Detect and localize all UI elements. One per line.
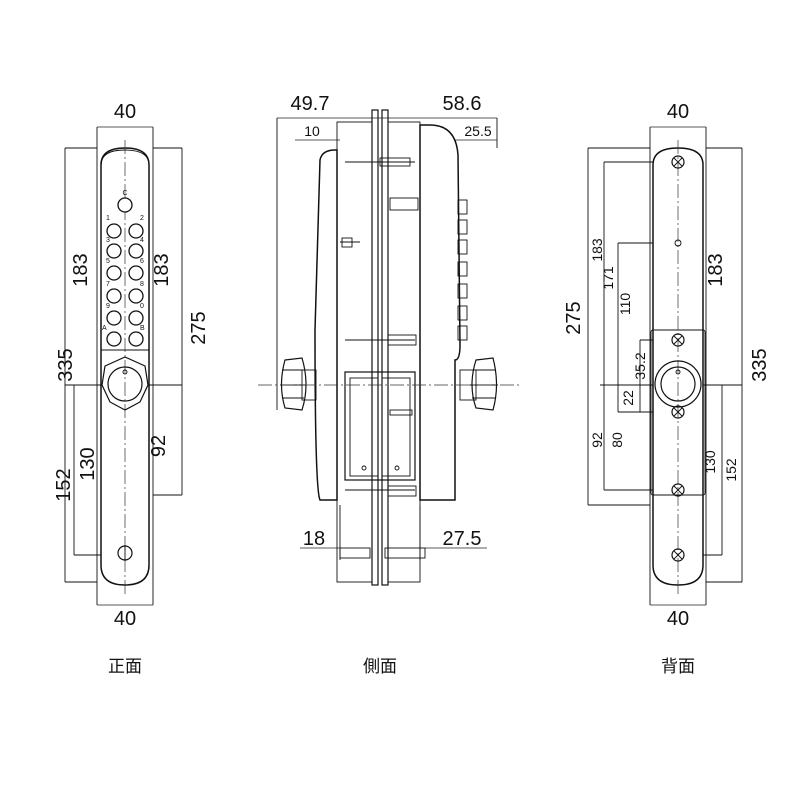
front-dim-top-width: 40 [114,101,136,123]
side-view: 49.7 58.6 10 25.5 [258,93,520,677]
svg-text:B: B [140,325,145,332]
svg-text:5: 5 [106,258,110,265]
side-dim-bottom-left: 18 [303,528,325,550]
back-dim-bottom-width: 40 [667,608,689,630]
front-view-caption: 正面 [108,657,142,677]
front-knob-icon [101,356,149,411]
side-dim-bottom-right: 27.5 [443,528,482,550]
svg-text:8: 8 [140,281,144,288]
svg-text:3: 3 [106,237,110,244]
front-dim-183-right: 183 [151,253,173,286]
back-dim-171: 171 [600,266,616,290]
side-dim-sub-right: 25.5 [464,123,491,139]
back-dim-183-left: 183 [589,238,605,262]
back-knob-icon [654,360,702,408]
side-knob-right-icon [459,357,498,411]
back-dim-92: 92 [589,432,605,448]
keypad-buttons [106,197,144,347]
front-dim-130: 130 [77,447,99,480]
back-dim-130: 130 [702,450,718,474]
front-dim-335: 335 [55,348,77,381]
back-dim-335: 335 [749,348,771,381]
back-dim-152: 152 [723,458,739,482]
back-dim-80: 80 [609,432,625,448]
keypad-labels: C 1 2 3 4 5 6 7 8 9 0 A B [102,190,145,332]
front-dim-bottom-width: 40 [114,608,136,630]
back-dim-183-right: 183 [705,253,727,286]
svg-text:A: A [102,325,107,332]
back-view: 40 40 275 183 171 110 35.2 22 92 80 183 … [563,101,771,677]
front-dim-152: 152 [53,468,75,501]
key-label-c: C [122,190,127,197]
front-dim-183-left: 183 [70,253,92,286]
back-dim-35-2: 35.2 [632,352,648,379]
svg-text:7: 7 [106,281,110,288]
back-dim-110: 110 [617,293,633,316]
side-dim-sub-left: 10 [304,123,320,139]
svg-text:0: 0 [140,303,144,310]
side-view-caption: 側面 [363,657,397,677]
back-dim-22: 22 [620,390,636,406]
side-knob-left-icon [280,357,317,411]
front-view: C 1 2 3 4 5 6 7 8 9 0 A B 40 40 335 183 … [53,101,210,677]
front-dim-92: 92 [148,435,170,457]
svg-text:6: 6 [140,258,144,265]
side-dim-top-right: 58.6 [443,93,482,115]
front-dim-275: 275 [188,311,210,344]
back-screw-icons [671,155,685,562]
svg-text:2: 2 [140,215,144,222]
back-dim-top-width: 40 [667,101,689,123]
svg-text:9: 9 [106,303,110,310]
svg-text:1: 1 [106,215,110,222]
back-dim-275: 275 [563,301,585,334]
svg-text:4: 4 [140,237,144,244]
side-dim-top-left: 49.7 [291,93,330,115]
back-view-caption: 背面 [661,657,695,677]
